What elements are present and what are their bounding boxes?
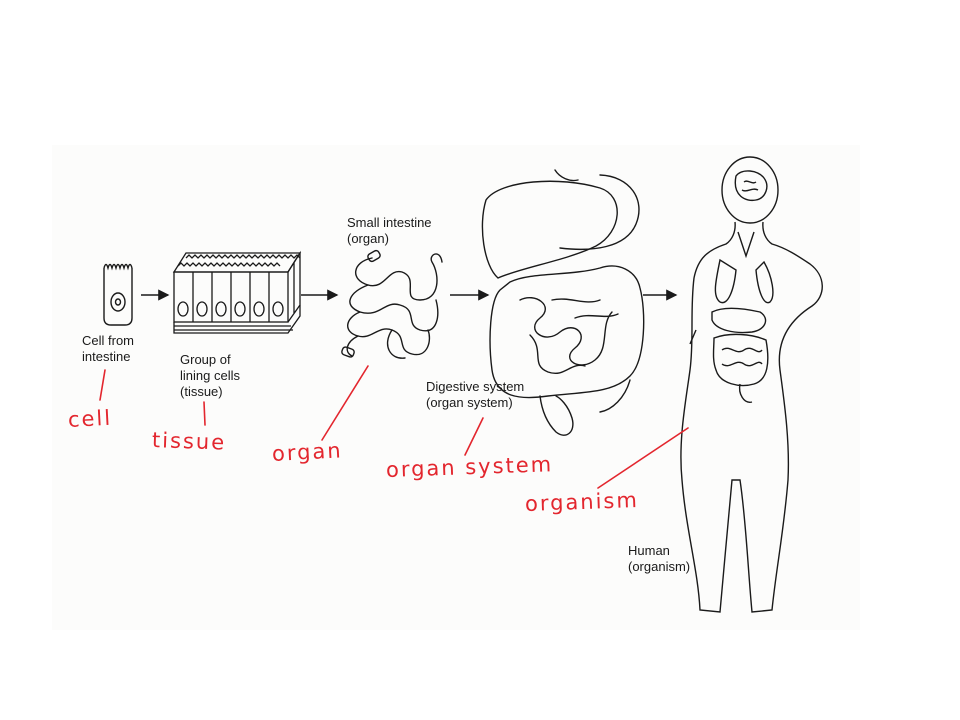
annotation-tissue: tissue — [151, 428, 227, 455]
organism-label: Human (organism) — [628, 543, 690, 575]
tissue-label: Group of lining cells (tissue) — [180, 352, 240, 400]
organ-system-label: Digestive system (organ system) — [426, 379, 524, 411]
human-figure-drawing — [680, 156, 823, 613]
annotation-organ: organ — [271, 438, 344, 466]
cell-label-line: Cell from — [82, 333, 135, 348]
organism-label-line: Human — [628, 543, 670, 558]
cell-label: Cell from intestine — [82, 333, 134, 365]
small-intestine-drawing — [341, 249, 443, 359]
organ-label-line: Small intestine — [347, 215, 432, 230]
digestive-system-drawing — [481, 169, 645, 436]
annotation-cell: cell — [67, 405, 113, 432]
organ-system-label-line: Digestive system — [426, 379, 525, 394]
cell-label-line: intestine — [82, 349, 131, 364]
tissue-label-line: Group of — [180, 352, 231, 367]
annotation-pointer-lines — [99, 365, 689, 489]
organ-label-line: (organ) — [347, 231, 389, 246]
tissue-label-line: (tissue) — [180, 384, 223, 399]
organism-label-line: (organism) — [628, 559, 691, 574]
intestinal-cell-drawing — [103, 263, 133, 326]
annotation-organism: organism — [524, 488, 640, 516]
organ-system-label-line: (organ system) — [426, 395, 513, 410]
tissue-label-line: lining cells — [180, 368, 240, 383]
organ-label: Small intestine (organ) — [347, 215, 432, 247]
tissue-block-drawing — [172, 250, 302, 334]
